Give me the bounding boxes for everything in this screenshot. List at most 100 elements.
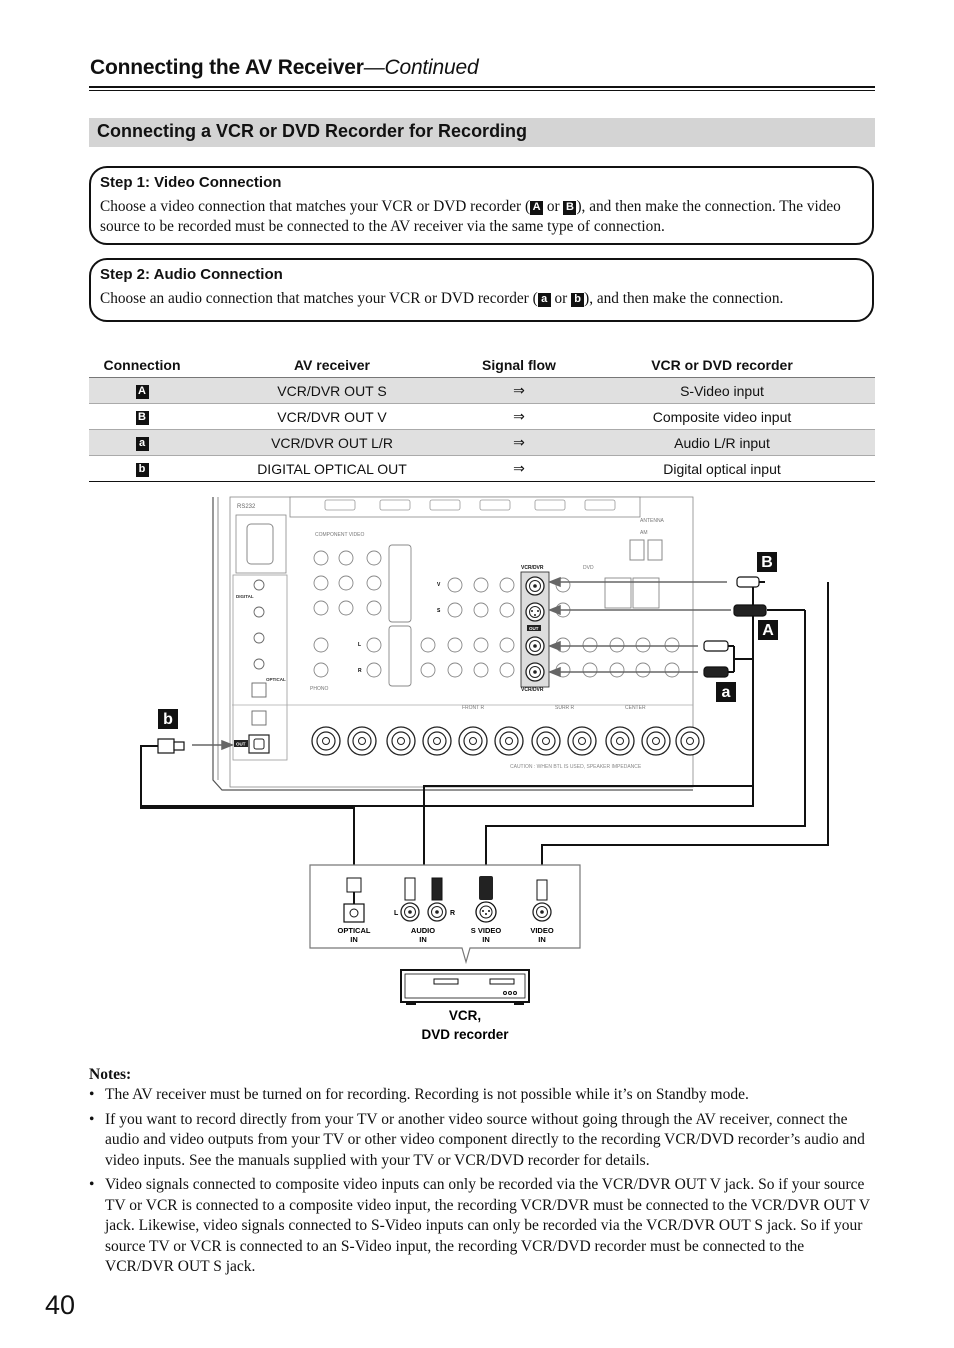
dvd-label: DVD <box>583 565 594 571</box>
cell-recorder: Audio L/R input <box>569 429 875 456</box>
step1-text-a: Choose a video connection that matches y… <box>100 198 531 215</box>
step2-text-b: ), and then make the connection. <box>584 290 784 307</box>
recorder-jack-panel: L R OPTICAL IN AUDIO IN S VIDEO IN VIDEO… <box>309 864 581 965</box>
svideo-in-1: S VIDEO <box>471 926 502 935</box>
callout-A-label: A <box>762 622 774 639</box>
cell-receiver: VCR/DVR OUT S <box>195 377 469 404</box>
cell-flow: ⇒ <box>469 377 569 404</box>
col-signal-flow: Signal flow <box>469 353 569 378</box>
jack-l: L <box>394 910 399 917</box>
recorder-device-icon <box>400 969 530 1005</box>
header-rule <box>89 86 875 88</box>
r-label: R <box>358 668 362 674</box>
cell-receiver: VCR/DVR OUT L/R <box>195 429 469 456</box>
video-in-2: IN <box>538 935 546 944</box>
v-label: V <box>437 582 441 588</box>
tag-a: a <box>537 293 551 307</box>
page-header: Connecting the AV Receiver—Continued <box>90 56 479 80</box>
section-title-bar: Connecting a VCR or DVD Recorder for Rec… <box>89 118 875 147</box>
l-label: L <box>358 642 361 648</box>
am-label: AM <box>640 530 648 536</box>
step1-text-b: ), and then make the connection. The vid… <box>100 198 841 235</box>
connection-diagram: RS232 DIGITAL OPTICAL OUT COMPONENT VIDE… <box>140 496 829 1042</box>
cell-connection: a <box>89 429 195 456</box>
rs232-label: RS232 <box>237 504 256 510</box>
callout-B: B <box>757 552 777 572</box>
step1-title: Step 1: Video Connection <box>100 174 282 191</box>
optical-in-1: OPTICAL <box>338 926 371 935</box>
optical-label: OPTICAL <box>266 677 286 682</box>
callout-a: a <box>716 682 736 702</box>
caution-label: CAUTION : WHEN BTL IS USED, SPEAKER IMPE… <box>510 764 642 770</box>
antenna-label: ANTENNA <box>640 518 665 524</box>
vcr-dvr-label: VCR/DVR <box>521 565 544 571</box>
callout-b-label: b <box>163 711 173 728</box>
plugs <box>157 576 767 754</box>
optical-in-2: IN <box>350 935 358 944</box>
page-number: 40 <box>45 1290 76 1320</box>
cell-recorder: Digital optical input <box>569 455 875 482</box>
callout-B-label: B <box>761 554 773 571</box>
table-row: B VCR/DVR OUT V ⇒ Composite video input <box>89 403 875 430</box>
out-label-vcr: OUT <box>529 626 539 631</box>
col-connection: Connection <box>89 353 195 378</box>
tag-B: B <box>563 201 577 215</box>
jack-r: R <box>450 910 455 917</box>
callout-b: b <box>158 709 178 729</box>
digital-label: DIGITAL <box>236 594 254 599</box>
audio-in-1: AUDIO <box>411 926 435 935</box>
phono-label: PHONO <box>310 686 328 692</box>
table-row: A VCR/DVR OUT S ⇒ S-Video input <box>89 377 875 404</box>
note-item: If you want to record directly from your… <box>89 1110 875 1172</box>
step1-text: Choose a video connection that matches y… <box>100 197 860 237</box>
receiver-rear-panel: RS232 DIGITAL OPTICAL OUT COMPONENT VIDE… <box>212 496 705 791</box>
recorder-label-2: DVD recorder <box>421 1027 509 1042</box>
connection-table: Connection AV receiver Signal flow VCR o… <box>89 353 875 482</box>
step2-box: Step 2: Audio Connection Choose an audio… <box>89 258 874 322</box>
cell-recorder: S-Video input <box>569 377 875 404</box>
out-label-optical: OUT <box>236 742 246 747</box>
tag-A: A <box>530 201 544 215</box>
svideo-in-2: IN <box>482 935 490 944</box>
table-row: b DIGITAL OPTICAL OUT ⇒ Digital optical … <box>89 455 875 482</box>
step2-or: or <box>550 290 572 307</box>
header-rule-thin <box>89 90 875 91</box>
cell-connection: A <box>89 377 195 404</box>
recorder-label-1: VCR, <box>449 1008 481 1023</box>
cell-flow: ⇒ <box>469 455 569 482</box>
cell-receiver: VCR/DVR OUT V <box>195 403 469 430</box>
cell-flow: ⇒ <box>469 403 569 430</box>
table-header-row: Connection AV receiver Signal flow VCR o… <box>89 353 875 378</box>
s-label: S <box>437 608 441 614</box>
audio-in-2: IN <box>419 935 427 944</box>
cell-flow: ⇒ <box>469 429 569 456</box>
notes-list: The AV receiver must be turned on for re… <box>89 1085 875 1282</box>
front-r-label: FRONT R <box>462 705 485 711</box>
vcr-dvr-label-bottom: VCR/DVR <box>521 687 544 693</box>
note-item: Video signals connected to composite vid… <box>89 1175 875 1278</box>
video-in-1: VIDEO <box>530 926 554 935</box>
cell-connection: b <box>89 455 195 482</box>
callout-a-label: a <box>722 684 731 701</box>
cell-receiver: DIGITAL OPTICAL OUT <box>195 455 469 482</box>
step1-or: or <box>543 198 564 215</box>
cell-connection: B <box>89 403 195 430</box>
note-item: The AV receiver must be turned on for re… <box>89 1085 875 1106</box>
tag-A: A <box>135 385 149 399</box>
step1-box: Step 1: Video Connection Choose a video … <box>89 166 874 245</box>
step2-text: Choose an audio connection that matches … <box>100 289 860 309</box>
cable-arrows <box>192 576 731 751</box>
component-video-label: COMPONENT VIDEO <box>315 532 364 538</box>
header-continued: —Continued <box>363 56 479 79</box>
table-row: a VCR/DVR OUT L/R ⇒ Audio L/R input <box>89 429 875 456</box>
tag-a: a <box>135 437 149 451</box>
tag-b: b <box>571 293 585 307</box>
col-recorder: VCR or DVD recorder <box>569 353 875 378</box>
tag-B: B <box>135 411 149 425</box>
section-title: Connecting a VCR or DVD Recorder for Rec… <box>97 121 528 141</box>
step2-text-a: Choose an audio connection that matches … <box>100 290 538 307</box>
col-av-receiver: AV receiver <box>195 353 469 378</box>
surr-r-label: SURR R <box>555 705 575 711</box>
header-title: Connecting the AV Receiver <box>90 56 364 79</box>
tag-b: b <box>135 463 149 477</box>
